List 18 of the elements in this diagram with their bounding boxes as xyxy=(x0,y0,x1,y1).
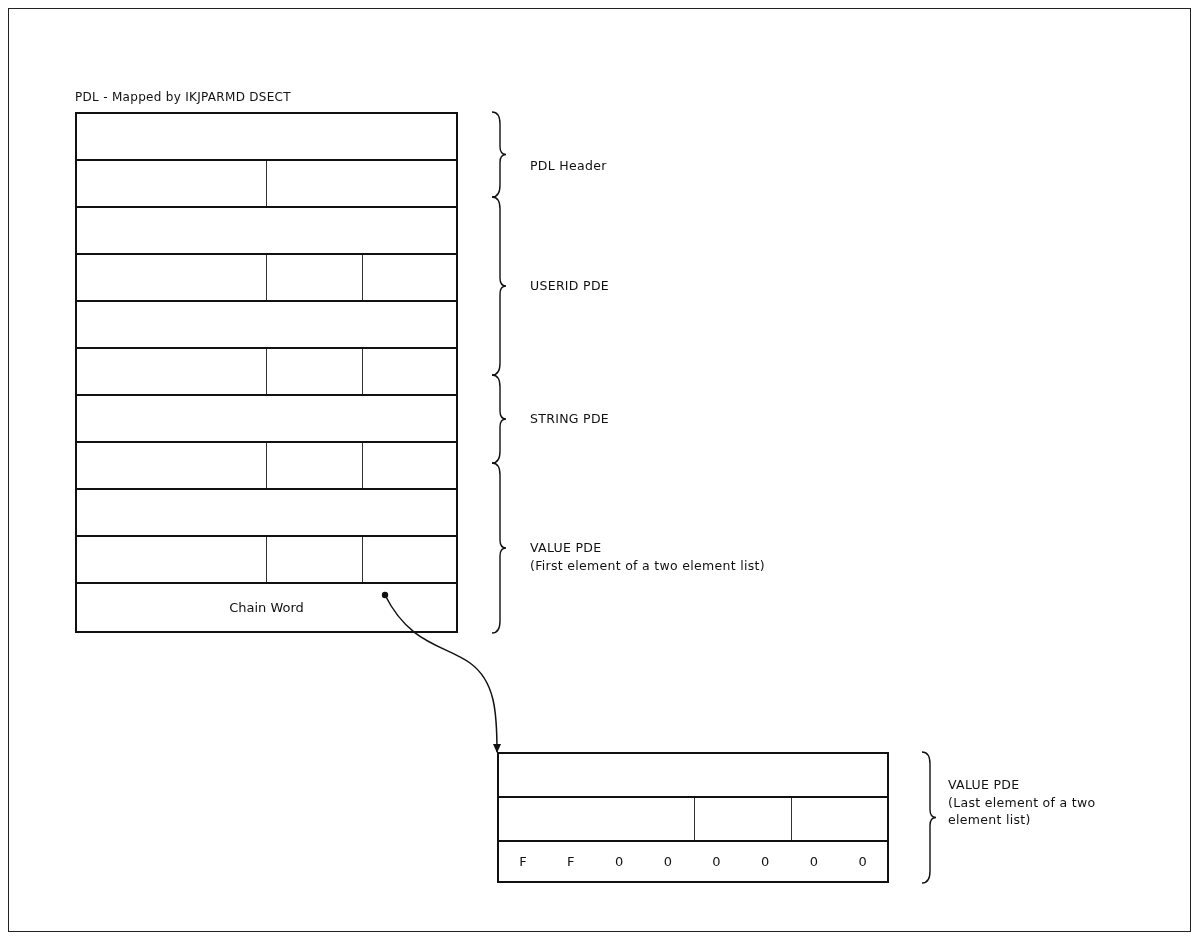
hex-digit: F xyxy=(519,854,527,869)
table-title: PDL - Mapped by IKJPARMD DSECT xyxy=(75,90,291,104)
hex-digit: 0 xyxy=(712,854,721,869)
brace-label: (First element of a two element list) xyxy=(530,558,766,575)
hex-digit: 0 xyxy=(858,854,867,869)
brace-label: USERID PDE xyxy=(530,278,610,295)
field-text: Chain Word xyxy=(229,600,304,615)
hex-digit: 0 xyxy=(809,854,818,869)
brace-label: (Last element of a two element list) xyxy=(948,795,1097,829)
hex-digit: F xyxy=(567,854,575,869)
hex-digit: 0 xyxy=(761,854,770,869)
brace-label: PDL Header xyxy=(530,158,608,175)
hex-digit: 0 xyxy=(615,854,624,869)
brace-label: VALUE PDE xyxy=(530,540,603,557)
hex-digit: 0 xyxy=(663,854,672,869)
curved-arrow xyxy=(381,591,501,753)
brace-label: STRING PDE xyxy=(530,411,610,428)
brace-label: VALUE PDE xyxy=(948,777,1021,794)
